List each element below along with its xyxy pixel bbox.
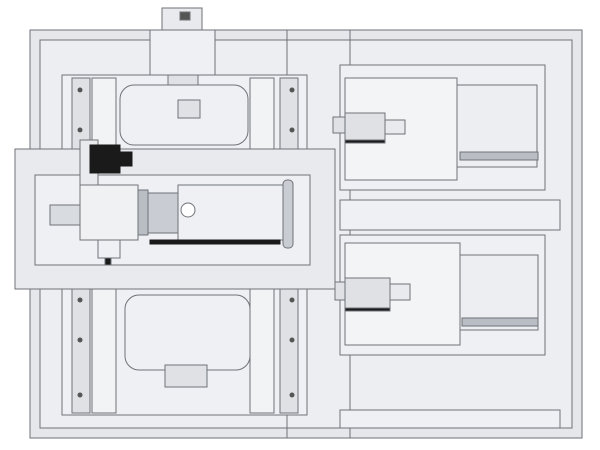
bolt-icon [289,392,295,398]
bolt-icon [289,297,295,303]
bolt-icon [77,127,83,133]
lower-right-slide-unit [334,234,546,356]
bolt-icon [289,127,295,133]
rail-bolts [77,87,295,398]
bolt-icon [289,337,295,343]
bolt-icon [77,392,83,398]
bolt-icon [77,297,83,303]
bolt-icon [77,337,83,343]
top-servo-motor [149,7,216,86]
spindle-carriage [14,139,336,290]
bolt-icon [289,87,295,93]
bolt-icon [77,87,83,93]
upper-right-slide-unit [332,64,546,191]
